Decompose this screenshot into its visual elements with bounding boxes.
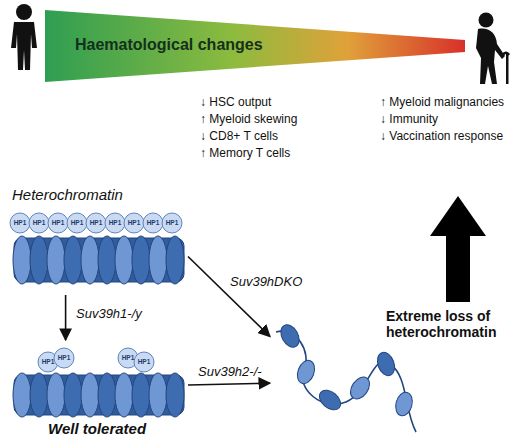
change-item: ↓ Vaccination response	[380, 129, 503, 143]
old-person-icon	[476, 13, 509, 85]
nucleosome	[13, 236, 31, 284]
nucleosome	[47, 236, 65, 284]
chromatin-fiber	[13, 373, 184, 417]
nucleosome	[30, 373, 48, 417]
body	[11, 22, 37, 70]
chromatin-heading: Heterochromatin	[12, 186, 182, 203]
head	[16, 4, 32, 20]
gradient-wedge: Haematological changes	[45, 10, 465, 82]
nucleosome	[115, 236, 133, 284]
body	[476, 29, 505, 84]
hp1-blobs	[10, 213, 182, 233]
cane-handle	[502, 53, 509, 56]
change-item: ↑ Myeloid skewing	[200, 112, 297, 126]
hp1-blobs	[38, 348, 154, 372]
nucleosome	[81, 236, 99, 284]
wedge-fill	[45, 10, 465, 82]
hp1-blob	[48, 213, 68, 233]
transition-arrow	[188, 383, 270, 385]
chromatin-fiber	[13, 236, 184, 284]
nucleosome	[132, 236, 150, 284]
hp1-label: HP1	[10, 218, 30, 228]
hp1-label: HP1	[54, 353, 74, 363]
transition-arrow	[188, 257, 270, 337]
hp1-label: HP1	[67, 218, 87, 228]
hp1-label: HP1	[143, 218, 163, 228]
hp1-label: HP1	[162, 218, 182, 228]
nucleosome	[166, 373, 184, 417]
genotype-label: Suv39h2-/-	[198, 364, 262, 379]
hp1-blob	[124, 213, 144, 233]
nucleosome	[149, 236, 167, 284]
nucleosome	[47, 373, 65, 417]
head	[479, 13, 494, 28]
nucleosome	[115, 373, 133, 417]
change-item: ↑ Memory T cells	[200, 146, 290, 160]
outcome-note: Extreme loss of heterochromatin	[386, 308, 515, 340]
genotype-label: Suv39h1-/y	[76, 306, 142, 321]
nucleosome	[98, 236, 116, 284]
hp1-blob	[134, 352, 154, 372]
nucleosome	[64, 236, 82, 284]
nucleosome	[64, 373, 82, 417]
hp1-label: HP1	[134, 357, 154, 367]
nucleosome	[132, 373, 150, 417]
genotype-label: Suv39hDKO	[230, 274, 302, 289]
hp1-label: HP1	[48, 218, 68, 228]
nucleosome	[393, 390, 415, 417]
hp1-blob	[29, 213, 49, 233]
nucleosome	[166, 236, 184, 284]
hp1-label: HP1	[124, 218, 144, 228]
hp1-blob	[143, 213, 163, 233]
hp1-label: HP1	[86, 218, 106, 228]
change-item: ↓ CD8+ T cells	[200, 129, 278, 143]
nucleosome	[277, 322, 303, 351]
young-person-icon	[11, 4, 37, 70]
change-item: ↓ HSC output	[200, 95, 271, 109]
change-item: ↓ Immunity	[380, 112, 438, 126]
nucleosome	[347, 374, 374, 403]
hp1-blob	[105, 213, 125, 233]
chromatin-group: Extreme loss of heterochromatin	[270, 300, 515, 446]
nucleosome	[30, 236, 48, 284]
hp1-blob	[86, 213, 106, 233]
nucleosome	[294, 358, 317, 386]
hp1-label: HP1	[38, 357, 58, 367]
nucleosome	[374, 350, 397, 378]
nucleosome	[149, 373, 167, 417]
hp1-label: HP1	[105, 218, 125, 228]
wedge-title: Haematological changes	[75, 36, 335, 54]
chromatin-group: Heterochromatin	[8, 185, 188, 295]
hp1-label: HP1	[29, 218, 49, 228]
big-up-arrow	[430, 196, 486, 302]
hp1-blob	[54, 348, 74, 368]
transition-arrow	[65, 295, 67, 340]
hp1-blob	[67, 213, 87, 233]
nucleosome	[81, 373, 99, 417]
outcome-note: Well tolerated	[48, 420, 188, 437]
chromatin-group: Well tolerated	[8, 340, 188, 440]
hp1-label: HP1	[118, 353, 138, 363]
nucleosome	[98, 373, 116, 417]
nucleosome	[13, 373, 31, 417]
change-item: ↑ Myeloid malignancies	[380, 95, 504, 109]
hp1-blob	[162, 213, 182, 233]
nucleosome	[316, 386, 345, 414]
hp1-blob	[10, 213, 30, 233]
cane	[506, 54, 509, 84]
